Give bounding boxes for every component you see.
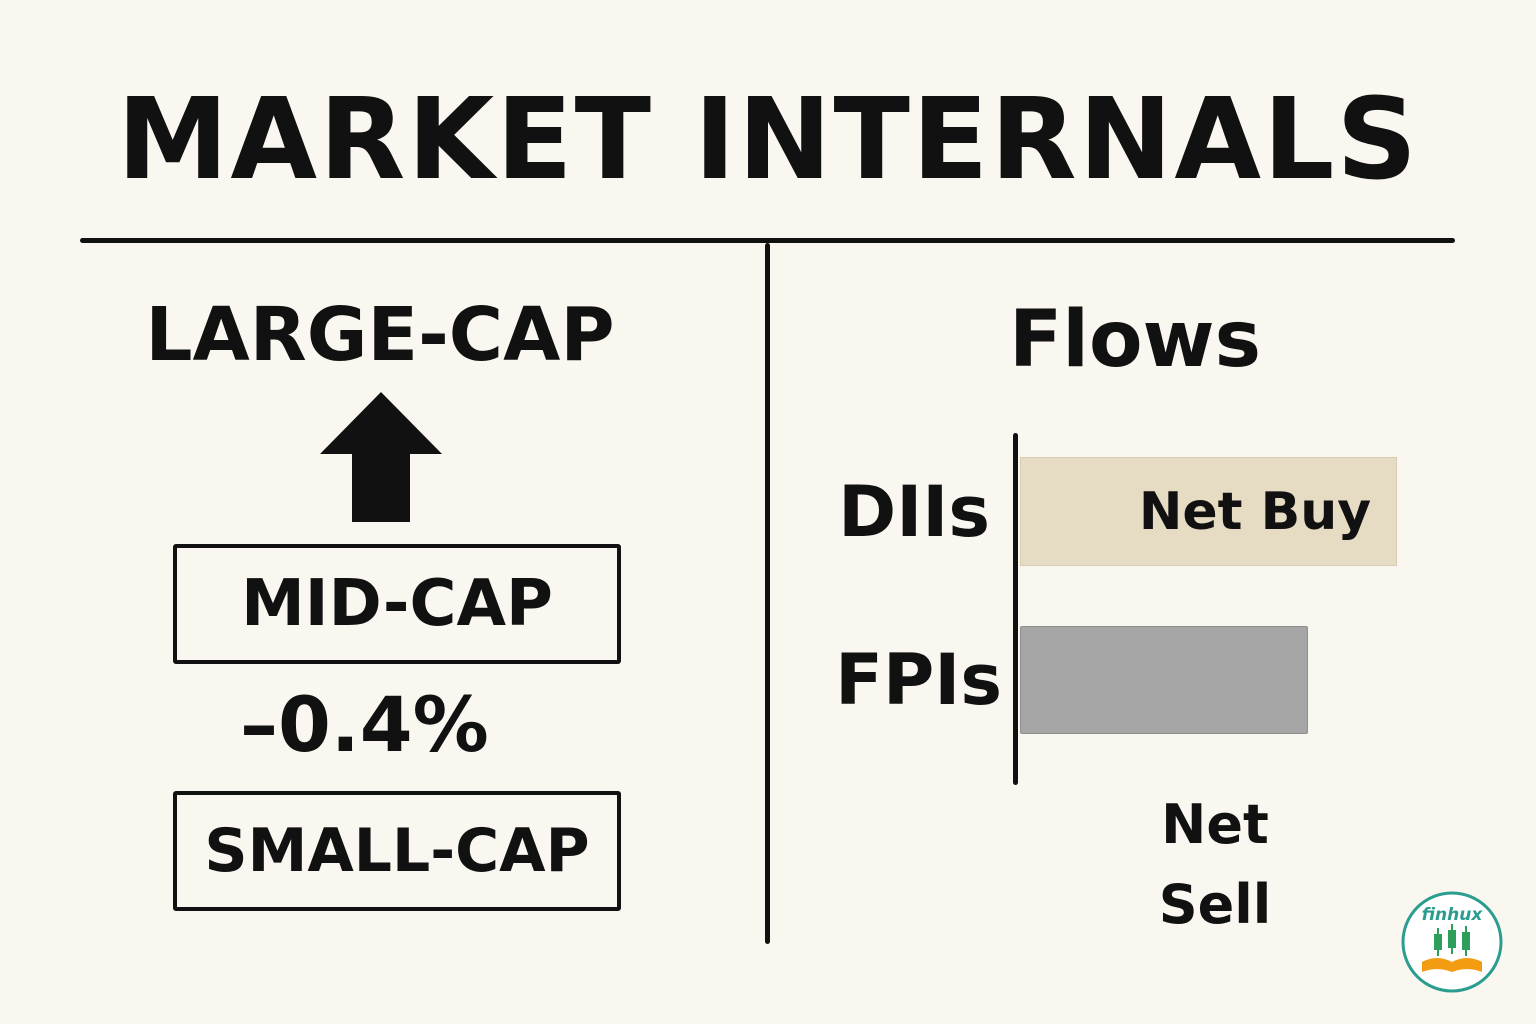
dii-row-label: DIIs	[838, 471, 990, 553]
vertical-divider	[765, 243, 770, 944]
fpi-bar-label: Net Sell	[1158, 793, 1272, 936]
flows-title: Flows	[1008, 295, 1262, 385]
mid-cap-change: –0.4%	[240, 680, 489, 769]
horizontal-divider	[80, 238, 1455, 243]
up-arrow-icon	[320, 392, 442, 522]
svg-text:finhux: finhux	[1422, 905, 1484, 925]
fpi-bar	[1020, 626, 1308, 734]
flows-axis	[1013, 433, 1018, 785]
large-cap-label: LARGE-CAP	[145, 292, 615, 378]
dii-bar-label: Net Buy	[1138, 482, 1372, 542]
fpi-row-label: FPIs	[835, 639, 1002, 721]
page-title: MARKET INTERNALS	[116, 75, 1420, 205]
small-cap-box: SMALL-CAP	[173, 791, 621, 911]
finhux-logo: finhux	[1401, 891, 1503, 993]
dii-bar	[1020, 457, 1397, 566]
mid-cap-box: MID-CAP	[173, 544, 621, 664]
